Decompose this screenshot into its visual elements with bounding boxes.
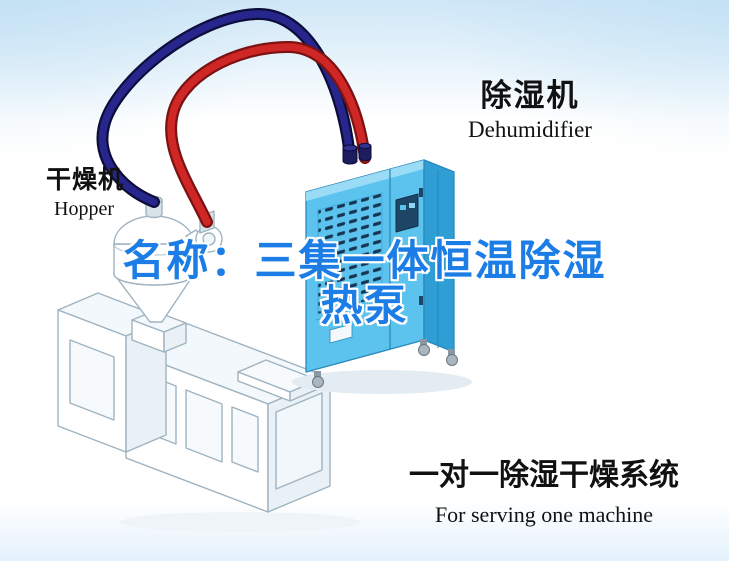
caster-wheels [312, 339, 458, 388]
control-panel [395, 193, 419, 233]
system-caption-en: For serving one machine [434, 502, 654, 527]
product-name-watermark: 名称：三集一体恒温除湿 热泵 [0, 237, 729, 329]
dehumidifier-label: 除湿机 Dehumidifier [450, 70, 610, 143]
hopper-label: 干燥机 Hopper [46, 160, 124, 221]
nameplate-sticker [329, 323, 353, 344]
hinge-top [419, 188, 423, 197]
pipe-fittings [342, 142, 372, 165]
hot-air-pipe [165, 40, 371, 228]
system-caption: 一对一除湿干燥系统 For serving one machine [398, 450, 690, 528]
watermark-line2: 热泵 [320, 281, 409, 329]
vent-grid [317, 192, 383, 315]
system-caption-zh: 一对一除湿干燥系统 [409, 459, 679, 492]
hopper-label-zh: 干燥机 [46, 166, 125, 194]
hinge-bottom [419, 296, 423, 305]
floor-shadow [292, 370, 472, 394]
extruder-unit [57, 292, 360, 532]
hopper-label-en: Hopper [54, 198, 114, 220]
dehumidifier-unit [292, 159, 472, 394]
dehumidifier-label-en: Dehumidifier [468, 117, 592, 142]
dehumidifier-label-zh: 除湿机 [480, 78, 580, 113]
watermark-line1: 名称：三集一体恒温除湿 [122, 237, 607, 284]
